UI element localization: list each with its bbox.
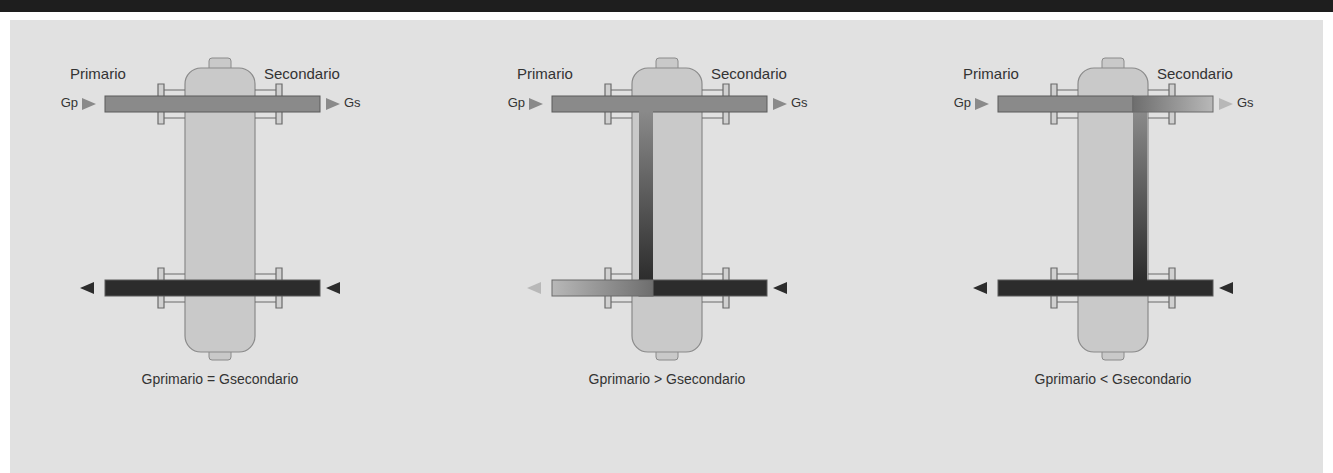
bypass-flow [639, 111, 653, 281]
separator-panel [80, 58, 340, 360]
flow-label: Gp [508, 96, 525, 110]
separator-panel [527, 58, 787, 360]
flow-arrowhead [773, 282, 787, 294]
mixed-supply [1133, 96, 1213, 112]
flow-arrowhead [82, 98, 96, 110]
flow-arrowhead [1219, 282, 1233, 294]
pipe [105, 96, 320, 112]
flow-arrowhead [80, 282, 94, 294]
flow-arrowhead [529, 98, 543, 110]
condition-caption: Gprimario < Gsecondario [1035, 372, 1192, 387]
condition-caption: Gprimario = Gsecondario [142, 372, 299, 387]
pipe [639, 280, 767, 296]
primary-label: Primario [517, 66, 573, 83]
flow-label: Gs [344, 96, 361, 110]
flow-arrowhead [326, 98, 340, 110]
flow-arrowhead [527, 282, 541, 294]
flow-label: Gs [1237, 96, 1254, 110]
flow-arrowhead [973, 282, 987, 294]
flow-label: Gs [791, 96, 808, 110]
separator-panel [973, 58, 1233, 360]
flow-label: Gp [954, 96, 971, 110]
pipe [105, 280, 320, 296]
pipe [998, 96, 1133, 112]
condition-caption: Gprimario > Gsecondario [589, 372, 746, 387]
secondary-label: Secondario [711, 66, 787, 83]
flow-arrowhead [773, 98, 787, 110]
flow-label: Gp [61, 96, 78, 110]
top-bar [0, 0, 1333, 12]
secondary-label: Secondario [264, 66, 340, 83]
flow-arrowhead [1219, 98, 1233, 110]
pipe [552, 96, 767, 112]
secondary-label: Secondario [1157, 66, 1233, 83]
primary-label: Primario [70, 66, 126, 83]
bypass-flow [1133, 111, 1147, 281]
flow-arrowhead [326, 282, 340, 294]
mixed-return [552, 280, 653, 296]
flow-arrowhead [975, 98, 989, 110]
pipe [998, 280, 1213, 296]
primary-label: Primario [963, 66, 1019, 83]
panel-ground [10, 20, 1323, 473]
